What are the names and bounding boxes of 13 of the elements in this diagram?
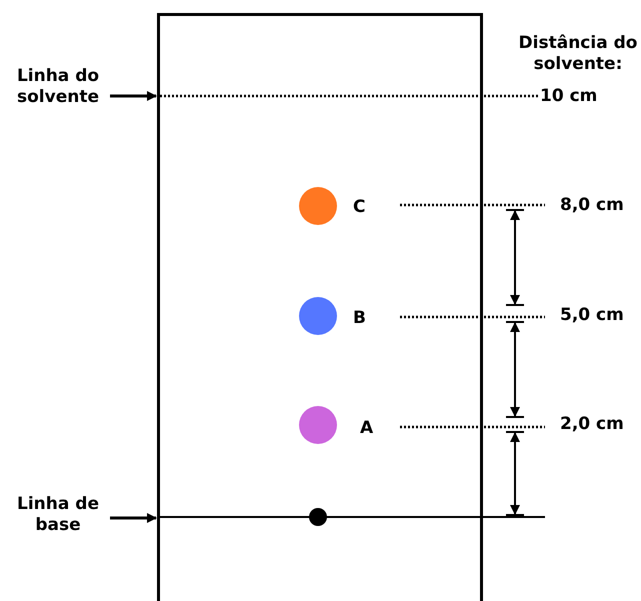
line-label: Linha de base — [8, 494, 108, 536]
plate-outline — [157, 13, 483, 601]
arrow — [110, 91, 157, 101]
spot-letter: C — [353, 197, 366, 218]
measurement-text: 5,0 cm — [560, 305, 625, 326]
measurement-text: 8,0 cm — [560, 195, 625, 216]
measurement-text: 10 cm — [540, 86, 598, 107]
arrow — [110, 513, 157, 523]
spot-letter: A — [360, 418, 374, 439]
spot-letter: B — [353, 308, 367, 329]
measurement-text: 2,0 cm — [560, 414, 625, 435]
line-label: Linha do solvente — [8, 66, 108, 108]
caption-text: Distância do solvente: — [518, 33, 638, 75]
